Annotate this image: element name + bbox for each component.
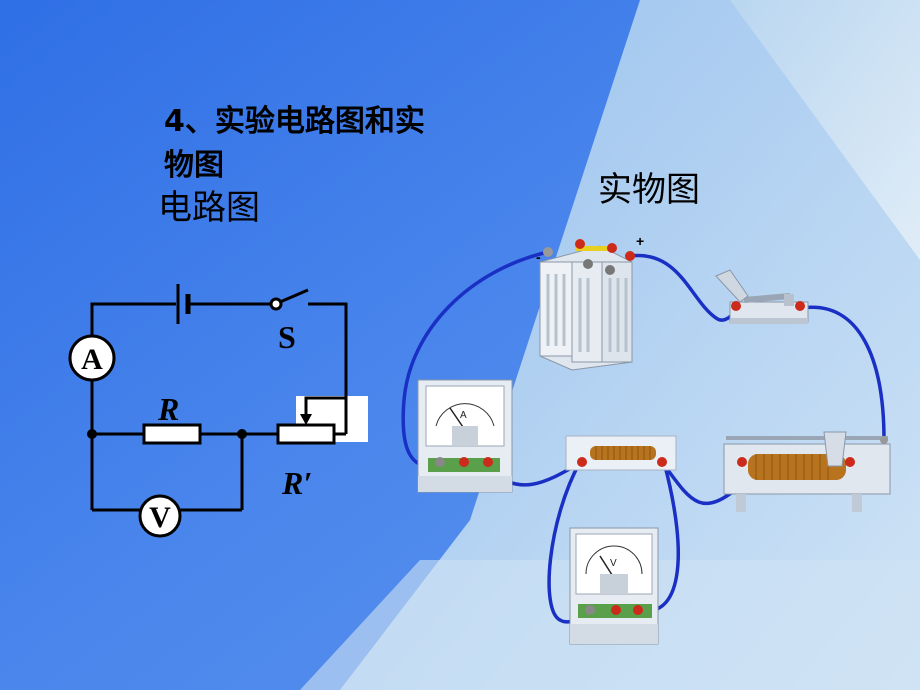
voltmeter-device: V [569, 527, 659, 645]
ammeter-dial-letter: A [460, 410, 467, 421]
resistor-label: R [157, 391, 179, 427]
ammeter-letter: A [81, 343, 103, 376]
fixed-resistor [565, 435, 677, 471]
battery-minus-label: - [536, 249, 541, 265]
heading-line-1: 4、实验电路图和实 [164, 104, 425, 139]
slide-rheostat [723, 431, 891, 512]
wire-switch-to-rheostat [800, 305, 886, 442]
rheostat-slider [304, 396, 346, 420]
knife-switch [715, 269, 809, 324]
heading-line-2: 物图 [164, 148, 224, 183]
voltmeter-symbol [138, 494, 182, 538]
wire-resistor-to-rheostat [660, 460, 742, 506]
physical-diagram-label: 实物图 [598, 170, 700, 210]
rheostat-label: R′ [281, 465, 312, 501]
wire-battery-to-switch [628, 253, 740, 322]
ammeter-symbol [68, 334, 116, 382]
junction-left [87, 429, 97, 439]
slide-heading: 4、实验电路图和实 物图 [164, 100, 425, 188]
circuit-diagram-label: 电路图 [158, 188, 260, 228]
ammeter-device: A [417, 379, 513, 493]
battery-pack: - + [536, 233, 644, 371]
voltmeter-dial-letter: V [610, 558, 617, 569]
switch-pivot [269, 297, 283, 311]
junction-right [237, 429, 247, 439]
wire-battery-to-ammeter [401, 250, 550, 470]
rheostat-arrow [300, 414, 312, 425]
switch-label: S [278, 319, 296, 355]
battery-plus-label: + [636, 233, 644, 249]
voltmeter-letter: V [149, 501, 171, 534]
top-wire [90, 302, 176, 342]
switch-blade [279, 288, 309, 304]
resistor-symbol [142, 423, 202, 445]
